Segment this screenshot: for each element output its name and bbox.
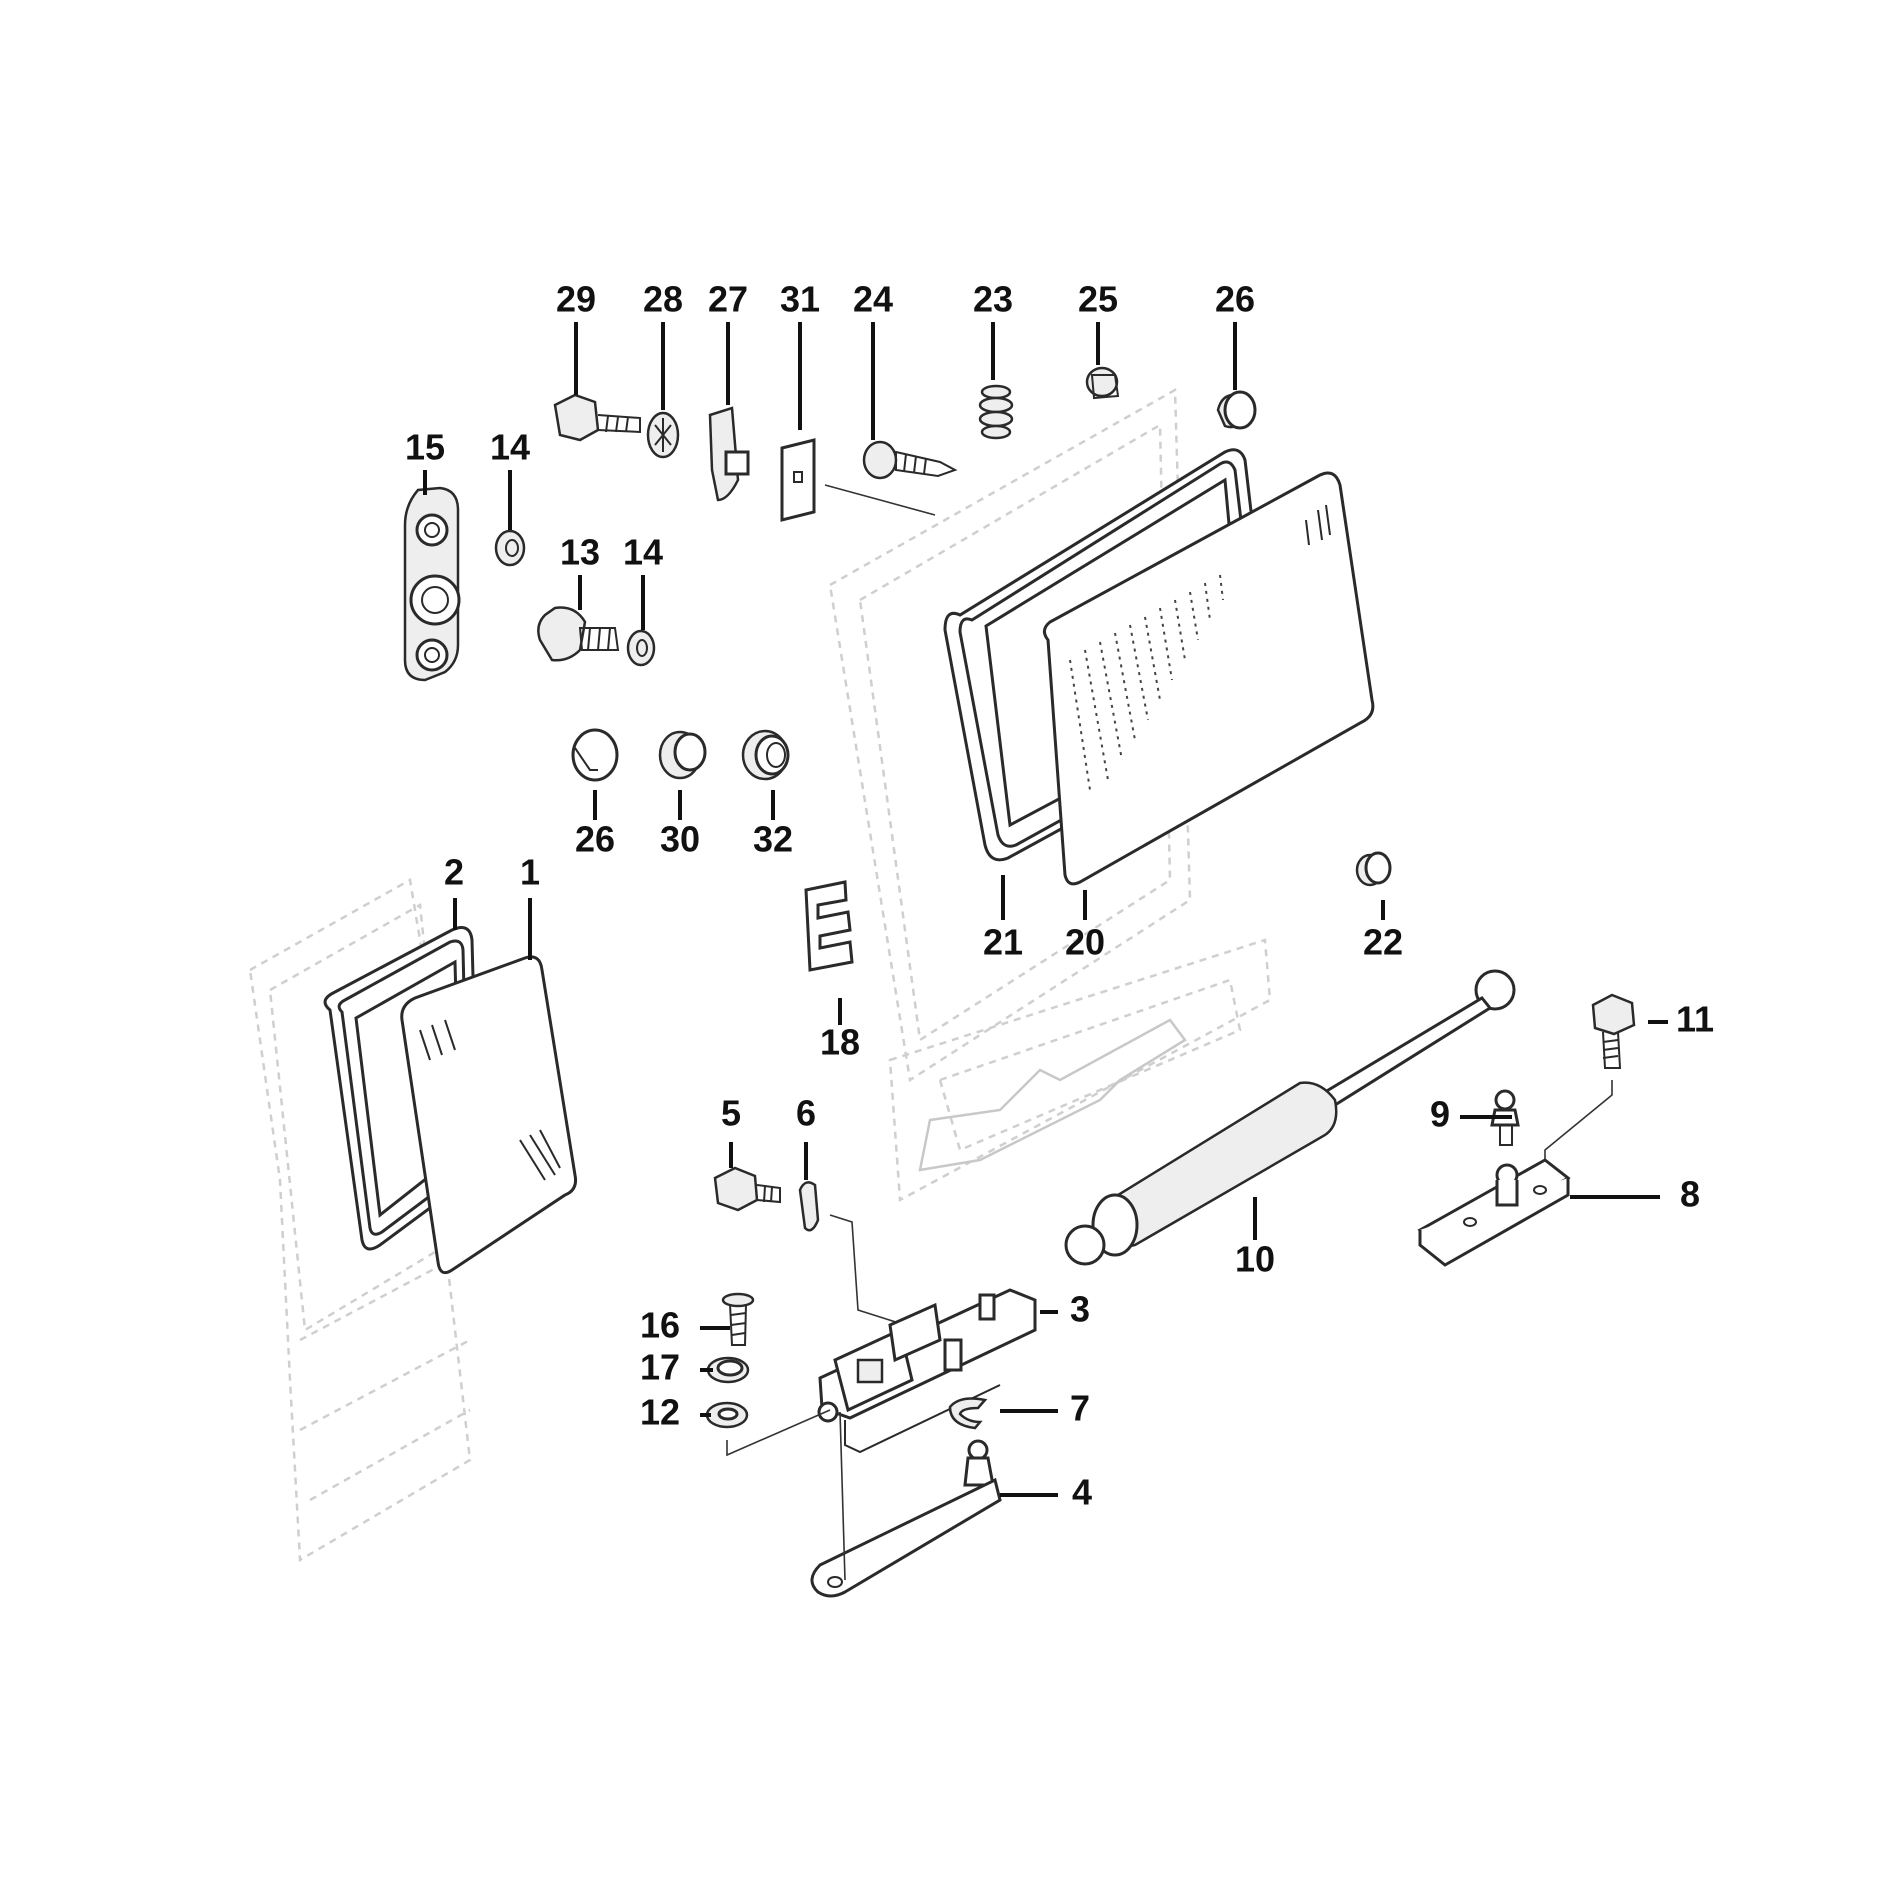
callout-23: 23 [973,279,1013,320]
part-16-screw [721,1292,755,1346]
body-outline-right-ghost [828,387,1272,1203]
callout-2: 2 [444,852,464,893]
callout-10: 10 [1235,1239,1275,1280]
part-30-cap [658,730,707,780]
part-26-cap-lower [571,728,619,782]
callout-3: 3 [1070,1289,1090,1330]
callout-28: 28 [643,279,683,320]
callout-4: 4 [1072,1472,1092,1513]
part-26-cap-upper [1216,390,1257,430]
part-14-washer-upper [494,529,526,567]
callout-7: 7 [1070,1388,1090,1429]
part-24-screw [862,440,958,480]
callout-leader-lines [423,322,1668,1497]
part-18-shim [804,880,854,972]
part-20-window-glass [1043,471,1375,886]
callout-25: 25 [1078,279,1118,320]
callout-13: 13 [560,532,600,573]
callout-18: 18 [820,1022,860,1063]
callout-27: 27 [708,279,748,320]
callout-5: 5 [721,1093,741,1134]
part-8-bracket-plate [1417,1158,1571,1267]
part-9-ball-stud [1490,1089,1520,1146]
callout-30: 30 [660,819,700,860]
part-10-gas-strut [1064,969,1516,1266]
callout-31: 31 [780,279,820,320]
part-7-circlip [948,1397,988,1430]
part-32-grommet [741,729,790,781]
part-31-plate [780,438,936,522]
part-23-grommet [978,384,1014,440]
callout-6: 6 [796,1093,816,1134]
callout-9: 9 [1430,1094,1450,1135]
callout-24: 24 [853,279,893,320]
callout-labels: 1 2 3 4 5 6 7 8 9 10 11 12 13 14 14 15 1… [405,279,1714,1513]
part-12-washer [705,1401,749,1429]
callout-1: 1 [520,852,540,893]
callout-26-lower: 26 [575,819,615,860]
part-14-washer-lower [626,629,656,667]
callout-14-upper: 14 [490,427,530,468]
part-13-hinge-pin [537,606,620,662]
part-5-bolt [713,1166,781,1212]
callout-20: 20 [1065,922,1105,963]
part-27-clip [708,406,750,502]
assembly-line-6-3 [829,1214,906,1326]
part-11-flange-bolt [1544,993,1636,1165]
callout-29: 29 [556,279,596,320]
part-1-window-glass [400,955,577,1275]
callout-12: 12 [640,1392,680,1433]
callout-14-lower: 14 [623,532,663,573]
part-6-washer [798,1181,820,1232]
part-28-star-washer [646,411,680,459]
callout-15: 15 [405,427,445,468]
part-22-cap [1355,851,1392,887]
part-3-latch-assembly [817,1288,1037,1454]
callout-16: 16 [640,1305,680,1346]
callout-26-upper: 26 [1215,279,1255,320]
assembly-line-12-3 [726,1409,831,1457]
part-17-washer [706,1356,750,1384]
part-15-hinge-plate [403,486,461,682]
part-29-flange-bolt [553,393,641,442]
callout-17: 17 [640,1347,680,1388]
part-25-plug [1085,366,1120,400]
callout-21: 21 [983,922,1023,963]
callout-32: 32 [753,819,793,860]
callout-11: 11 [1676,999,1714,1040]
callout-22: 22 [1363,922,1403,963]
callout-8: 8 [1680,1174,1700,1215]
part-4-lever [810,1411,1002,1598]
